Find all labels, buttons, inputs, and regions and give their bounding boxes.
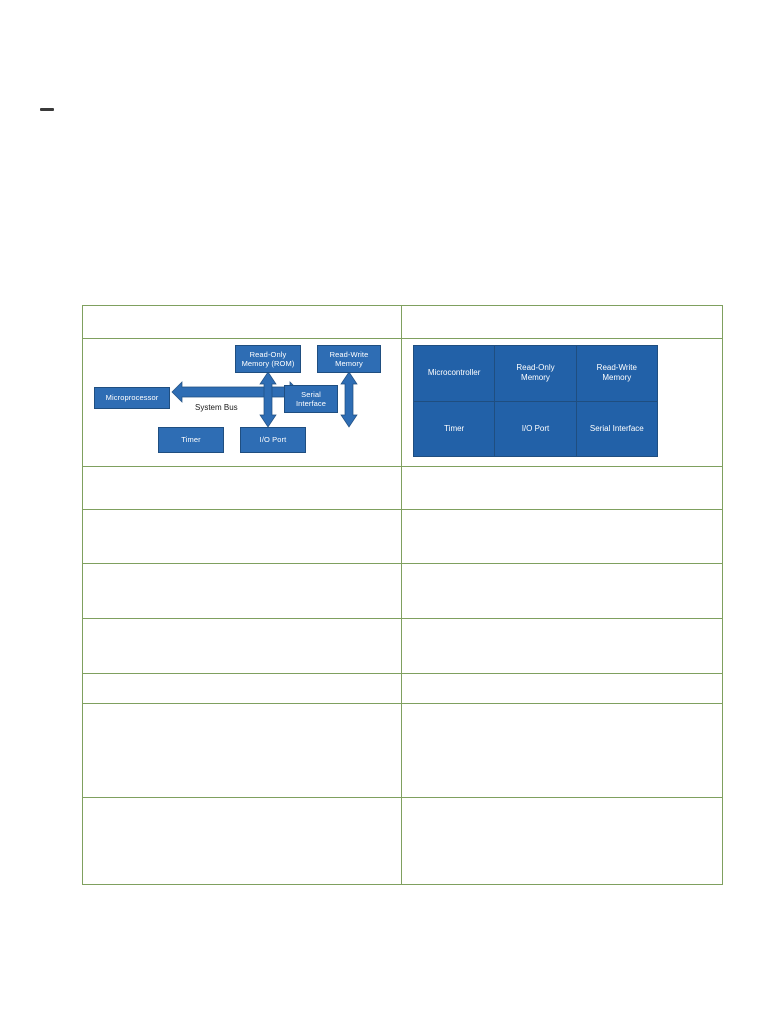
cell-content (402, 619, 722, 673)
table-cell-left (82, 618, 402, 674)
block-label-line2: Interface (295, 399, 327, 408)
comparison-table: Read-Only Memory (ROM) Read-Write Memory (82, 305, 723, 885)
grid-cell-timer: Timer (414, 401, 495, 456)
cell-content (402, 704, 722, 797)
grid-cell-read-write-memory: Read-Write Memory (576, 346, 657, 401)
grid-cell-label: Timer (444, 423, 465, 433)
table-cell-left (82, 305, 402, 339)
system-bus-label: System Bus (195, 403, 238, 412)
microcontroller-grid-diagram: Microcontroller Read-Only Memory (402, 339, 722, 466)
table-cell-right (401, 797, 723, 885)
block-read-write-memory: Read-Write Memory (317, 345, 381, 373)
grid-cell-io-port: I/O Port (495, 401, 576, 456)
table-row-diagrams: Read-Only Memory (ROM) Read-Write Memory (82, 338, 723, 467)
block-io-port: I/O Port (240, 427, 306, 453)
table-cell-left (82, 509, 402, 564)
cell-content (83, 619, 401, 673)
table-cell-left (82, 673, 402, 704)
block-label-line1: Serial (301, 389, 321, 399)
block-microprocessor: Microprocessor (94, 387, 170, 409)
grid-cell-label-line2: Memory (602, 373, 632, 383)
cell-content (83, 798, 401, 884)
block-read-only-memory: Read-Only Memory (ROM) (235, 345, 301, 373)
cell-content (83, 510, 401, 563)
grid-cell-label-line2: Memory (521, 373, 550, 383)
cell-content (83, 467, 401, 509)
block-serial-interface: Serial Interface (284, 385, 338, 413)
cell-content (402, 510, 722, 563)
cell-content (402, 306, 722, 338)
cell-content (83, 704, 401, 797)
block-label-line2: Memory (335, 359, 363, 368)
block-label-line1: Read-Only (249, 349, 287, 359)
table-row (82, 703, 723, 798)
table-row (82, 673, 723, 704)
table-row (82, 466, 723, 510)
grid-cell-microcontroller: Microcontroller (414, 346, 495, 401)
block-label-line1: Read-Write (329, 349, 369, 359)
grid-cell-label-line1: Read-Write (596, 362, 637, 372)
table-row (82, 618, 723, 674)
block-label: I/O Port (259, 435, 287, 445)
table-cell-right (401, 563, 723, 619)
grid-cell-label-line1: Read-Only (516, 362, 555, 372)
table-row (82, 563, 723, 619)
table-cell-left-diagram: Read-Only Memory (ROM) Read-Write Memory (82, 338, 402, 467)
grid-cell-label: Microcontroller (427, 368, 481, 378)
table-cell-left (82, 466, 402, 510)
block-label: Timer (181, 435, 201, 445)
grid-cell-label: I/O Port (521, 423, 550, 433)
cell-content (83, 306, 401, 338)
table-cell-right (401, 305, 723, 339)
cell-content (83, 564, 401, 618)
cell-content (402, 564, 722, 618)
cell-content (402, 467, 722, 509)
block-timer: Timer (158, 427, 224, 453)
table-cell-left (82, 563, 402, 619)
table-cell-right (401, 618, 723, 674)
grid-cell-serial-interface: Serial Interface (576, 401, 657, 456)
table-row (82, 509, 723, 564)
table-cell-left (82, 703, 402, 798)
table-cell-right (401, 703, 723, 798)
microprocessor-block-diagram: Read-Only Memory (ROM) Read-Write Memory (83, 339, 401, 466)
table-row (82, 305, 723, 339)
table-cell-left (82, 797, 402, 885)
table-cell-right (401, 509, 723, 564)
block-label: Microprocessor (105, 393, 159, 403)
cell-content (402, 674, 722, 703)
table-cell-right (401, 673, 723, 704)
grid-cell-label: Serial Interface (589, 423, 644, 433)
block-label-line2: Memory (ROM) (241, 359, 295, 368)
cell-content (402, 798, 722, 884)
table-cell-right-diagram: Microcontroller Read-Only Memory (401, 338, 723, 467)
top-dash-marker (40, 108, 54, 111)
grid-cell-read-only-memory: Read-Only Memory (495, 346, 576, 401)
cell-content (83, 674, 401, 703)
table-cell-right (401, 466, 723, 510)
table-row (82, 797, 723, 885)
microcontroller-grid: Microcontroller Read-Only Memory (413, 345, 658, 457)
